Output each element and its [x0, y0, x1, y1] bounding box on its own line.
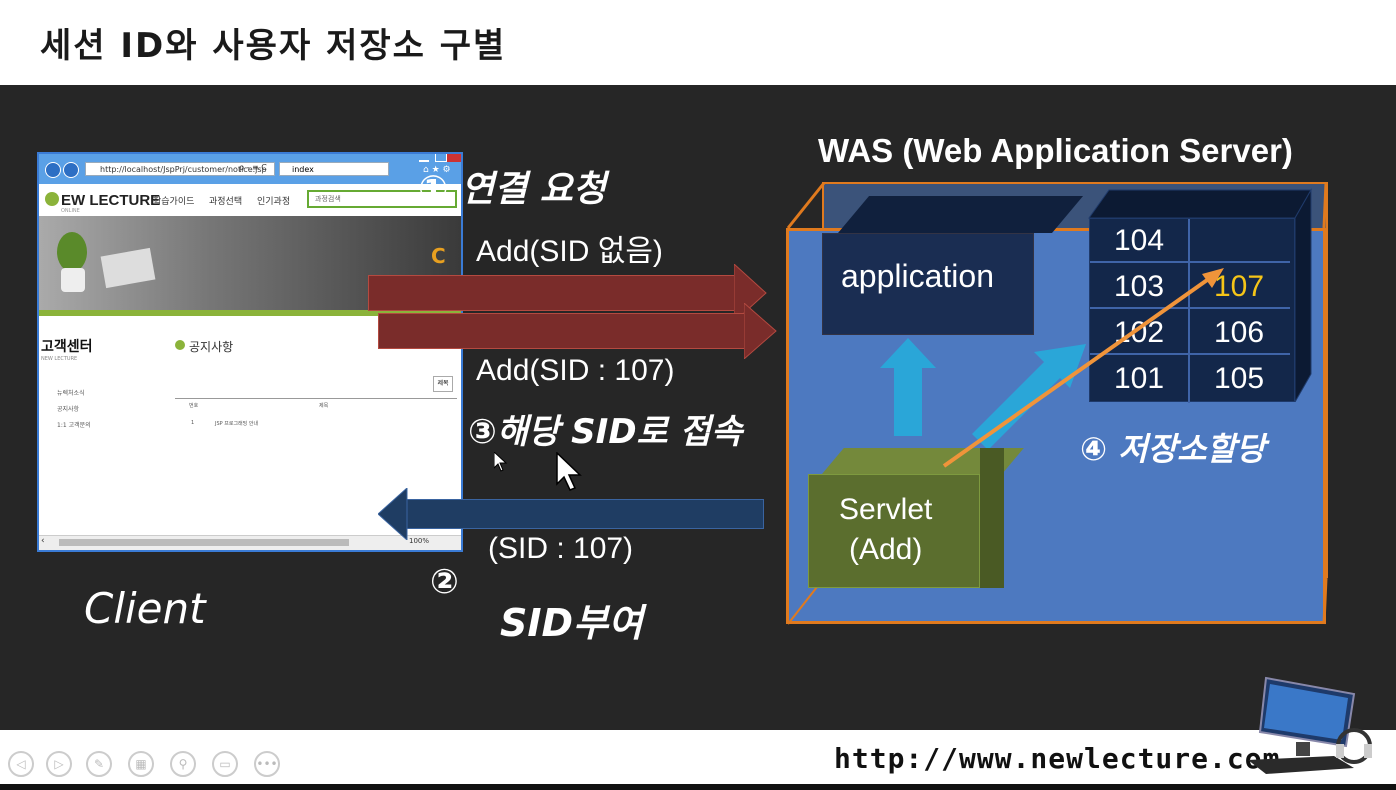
- application-block-top: [838, 196, 1084, 233]
- sidebar-subtitle: NEW LECTURE: [41, 356, 78, 362]
- session-cell: 104: [1090, 219, 1190, 263]
- table-header-num: 번호: [189, 403, 199, 409]
- grid-divider: [1188, 219, 1190, 403]
- session-store-grid: 104 103 107 102 106 101 105: [1089, 218, 1295, 403]
- zoom-level[interactable]: 100%: [409, 537, 430, 545]
- plant-icon: [57, 232, 87, 272]
- application-label: application: [841, 258, 994, 294]
- servlet-label: Servlet: [839, 493, 933, 526]
- mouse-cursor-icon: [556, 452, 582, 491]
- request2-label: Add(SID : 107): [476, 354, 675, 387]
- prev-slide-icon[interactable]: ◁: [8, 751, 34, 777]
- nav-item-course[interactable]: 과정선택: [209, 197, 243, 207]
- browser-titlebar: http://localhost/JspPrj/customer/notice.…: [39, 154, 461, 184]
- response-arrow: [406, 499, 764, 529]
- grid-3d-edges: [1088, 188, 1312, 402]
- site-navbar: EW LECTURE ONLINE 학습가이드 과정선택 인기과정 과정검색: [39, 184, 461, 217]
- session-cell: 101: [1114, 362, 1165, 395]
- table-top-rule: [175, 398, 457, 399]
- back-icon[interactable]: [45, 162, 61, 178]
- allocation-arrow: [942, 268, 1224, 468]
- servlet-block: Servlet (Add): [808, 474, 980, 588]
- screen-icon[interactable]: ▭: [212, 751, 238, 777]
- browser-tab[interactable]: index: [279, 162, 389, 176]
- forward-icon[interactable]: [63, 162, 79, 178]
- request-arrow-1-head: [734, 264, 767, 322]
- address-bar-controls[interactable]: ρ - ≡ C: [239, 163, 267, 172]
- site-logo-sub: ONLINE: [61, 208, 80, 214]
- step4-label: ④ 저장소할당: [1080, 430, 1266, 468]
- step1-label: ① 연결 요청: [418, 169, 607, 210]
- site-logo[interactable]: EW LECTURE: [61, 192, 161, 209]
- request-arrow-1: [368, 275, 736, 311]
- horizontal-scrollbar[interactable]: ‹ 100%: [39, 535, 461, 550]
- course-search-input[interactable]: 과정검색: [307, 190, 457, 208]
- session-cell: 105: [1214, 362, 1265, 395]
- zoom-icon[interactable]: ⚲: [170, 751, 196, 777]
- servlet-to-store-arrow: [972, 344, 1086, 450]
- servlet-to-application-arrow: [880, 338, 936, 436]
- footer-url: http://www.newlecture.com: [834, 742, 1281, 775]
- request-arrow-2-head: [744, 303, 777, 359]
- home-star-gear-icons[interactable]: ⌂ ★ ⚙: [423, 165, 451, 175]
- more-options-icon[interactable]: •••: [254, 751, 280, 777]
- client-label: Client: [84, 584, 206, 633]
- session-cell: 102: [1090, 311, 1190, 355]
- application-block: application: [822, 233, 1034, 335]
- session-cell: [1190, 219, 1290, 263]
- headset-paper-icon: [100, 247, 156, 289]
- request1-label: Add(SID 없음): [476, 235, 663, 268]
- logo-icon: [45, 192, 59, 206]
- step2-label: SID부여: [500, 601, 643, 645]
- bullet-icon: [175, 340, 185, 350]
- sidebar-title: 고객센터: [41, 339, 93, 355]
- table-row-title[interactable]: JSP 프로그래밍 안내: [215, 421, 259, 427]
- sidebar-item-notice[interactable]: 공지사항: [57, 406, 80, 413]
- response-arrow-head: [378, 488, 408, 540]
- step3-label: ③해당 SID로 접속: [468, 412, 743, 452]
- sidebar-item-news[interactable]: 뉴렉처소식: [57, 390, 85, 397]
- main-title: 공지사항: [189, 340, 234, 354]
- servlet-sub-label: (Add): [849, 533, 923, 566]
- pot-icon: [61, 268, 85, 292]
- step2-number: ②: [430, 562, 459, 602]
- filter-select[interactable]: 제목: [433, 376, 453, 392]
- servlet-block-side: [980, 448, 1004, 588]
- bottom-edge: [0, 784, 1396, 790]
- session-cell-highlighted: 107: [1190, 265, 1290, 309]
- maximize-icon[interactable]: [435, 154, 447, 162]
- nav-item-guide[interactable]: 학습가이드: [153, 197, 195, 207]
- computer-logo-icon: [1248, 676, 1372, 774]
- pen-icon[interactable]: ✎: [86, 751, 112, 777]
- response-label: (SID : 107): [488, 532, 634, 565]
- table-row-num: 1: [191, 420, 195, 426]
- cursor-small-icon: [494, 452, 508, 472]
- request-arrow-2: [378, 313, 746, 349]
- next-slide-icon[interactable]: ▷: [46, 751, 72, 777]
- sidebar-item-inquiry[interactable]: 1:1 고객문의: [57, 422, 91, 429]
- was-title: WAS (Web Application Server): [818, 132, 1293, 169]
- minimize-icon[interactable]: [419, 154, 429, 162]
- banner-letter: C: [431, 244, 446, 268]
- session-cell: 106: [1190, 311, 1290, 355]
- slides-grid-icon[interactable]: ▦: [128, 751, 154, 777]
- address-bar[interactable]: http://localhost/JspPrj/customer/notice.…: [85, 162, 275, 176]
- scroll-left-icon[interactable]: ‹: [41, 536, 45, 546]
- table-header-title: 제목: [319, 403, 329, 409]
- close-icon[interactable]: [447, 154, 461, 162]
- site-sidebar: 고객센터 NEW LECTURE 뉴렉처소식 공지사항 1:1 고객문의: [39, 316, 160, 536]
- nav-item-popular[interactable]: 인기과정: [257, 197, 291, 207]
- session-cell: 103: [1090, 265, 1190, 309]
- banner-divider: [39, 310, 461, 316]
- slide-title: 세션 ID와 사용자 저장소 구별: [40, 26, 507, 66]
- scroll-thumb[interactable]: [59, 539, 349, 546]
